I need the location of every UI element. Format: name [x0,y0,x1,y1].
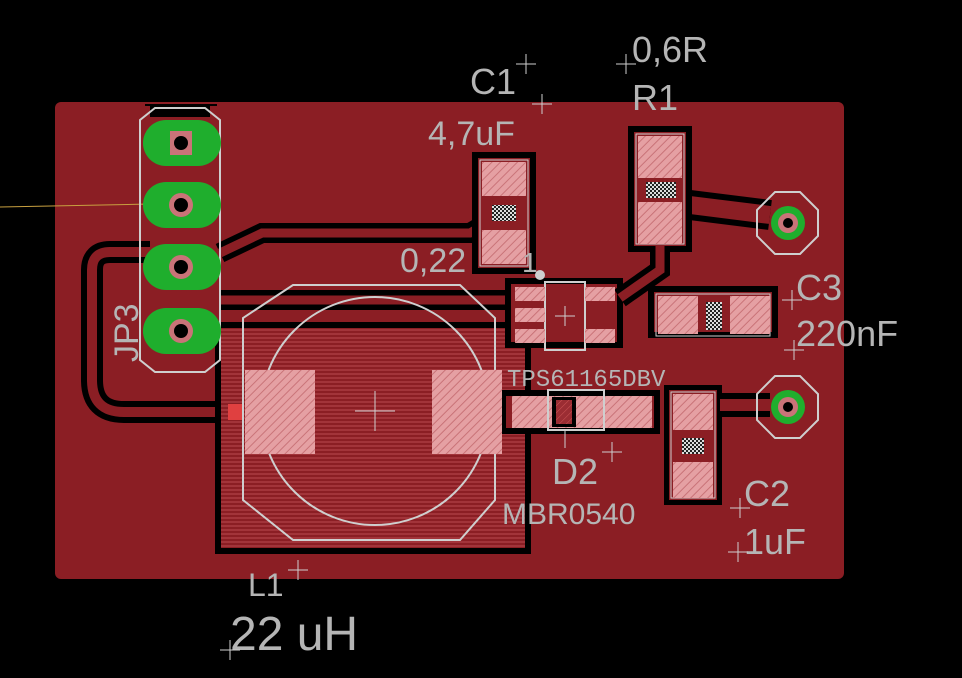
via-top-right[interactable] [756,191,819,255]
l1-label: L1 [248,567,284,603]
capacitor-c2 [670,391,716,499]
c1-label: C1 [470,61,516,102]
airwire [0,203,151,208]
ic-pin-2[interactable] [515,308,545,322]
r1-label: R1 [632,77,678,118]
c1-pad-bottom[interactable] [482,230,526,264]
jp3-pin-1[interactable] [143,120,221,166]
resistor-r1 [635,133,685,245]
l1-value: 22 uH [230,608,358,661]
jp3-header [139,107,221,373]
l1-pad-right[interactable] [432,370,502,454]
c3-value: 220nF [796,313,898,354]
r1-value: 0,6R [632,29,708,70]
c3-label: C3 [796,267,842,308]
ic-pin-4[interactable] [585,287,615,301]
ic-tps61165 [515,270,615,351]
ic-pin-3[interactable] [515,329,545,343]
d2-label: D2 [552,451,598,492]
c1-value: 4,7uF [428,115,515,153]
jp3-pin-2[interactable] [143,182,221,228]
jp3-pin-4[interactable] [143,308,221,354]
c1-pad-top[interactable] [482,162,526,196]
via-bottom-right[interactable] [756,375,819,439]
c2-pad-top[interactable] [673,394,713,430]
c2-label: C2 [744,473,790,514]
hidden-cap-suffix: 1 [522,247,538,278]
jp3-label: JP3 [108,303,146,362]
r1-pad-bottom[interactable] [638,202,682,244]
ic-pin-1[interactable] [515,287,545,301]
c2-value: 1uF [744,521,806,562]
d2-value: MBR0540 [502,498,635,531]
ic-pin-5[interactable] [585,329,615,343]
capacitor-c1 [479,159,529,267]
c3-pad-right[interactable] [730,296,770,334]
r1-pad-top[interactable] [638,136,682,178]
c3-pad-left[interactable] [658,296,698,334]
c2-pad-bottom[interactable] [673,462,713,498]
capacitor-c3 [655,293,771,337]
origin-markers [220,54,804,660]
hidden-cap-value: 0,22 [400,242,466,280]
l1-pad-left[interactable] [245,370,315,454]
inductor-l1 [228,284,502,541]
diode-d2 [512,389,652,448]
jp3-pin-3[interactable] [143,244,221,290]
